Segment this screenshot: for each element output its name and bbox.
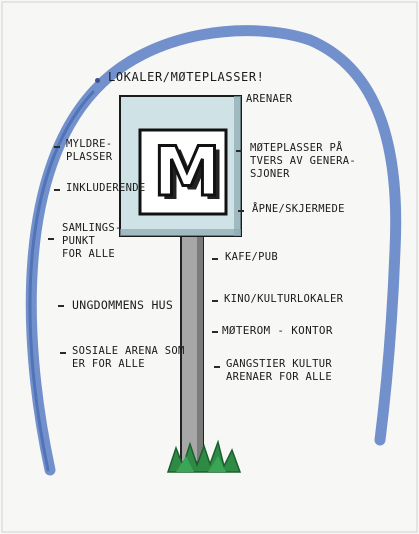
right-item-moteplasser-generasjoner: Møteplasser på tvers av genera- sjoner <box>250 142 356 181</box>
left-item-inkluderende: Inkluderende <box>66 182 146 194</box>
right-item-kino-kulturlokaler: Kino/kulturlokaler <box>224 293 344 305</box>
right-item-dash <box>212 300 218 302</box>
left-item-dash <box>54 189 60 191</box>
left-item-dash <box>48 238 54 240</box>
right-item-dash <box>238 210 244 212</box>
right-item-dash <box>212 258 218 260</box>
right-item-gangstier-kulturarenaer: Gangstier kultur arenaer for alle <box>226 358 332 384</box>
title-bullet <box>95 78 100 83</box>
left-item-dash <box>58 305 64 307</box>
right-item-dash <box>236 150 242 152</box>
left-item-ungdommens-hus: Ungdommens hus <box>72 298 174 312</box>
grass-tuft <box>166 439 242 473</box>
left-item-samlingspunkt: Samlings- punkt for alle <box>62 222 122 261</box>
right-item-moterom-kontor: Møterom - kontor <box>222 324 333 337</box>
left-item-sosiale-arena: Sosiale arena som er for alle <box>72 345 185 371</box>
right-item-arenaer: Arenaer <box>246 93 293 105</box>
right-item-dash <box>214 366 220 368</box>
left-item-dash <box>60 352 66 354</box>
right-item-kafe-pub: Kafe/pub <box>225 251 278 263</box>
left-item-dash <box>54 146 60 148</box>
sign-board <box>119 95 242 237</box>
page-title: Lokaler/møteplasser! <box>108 70 265 84</box>
left-item-myldreplasser: Myldre- plasser <box>66 138 113 164</box>
sign-letter-m: M <box>152 133 223 212</box>
right-item-dash <box>212 331 218 333</box>
right-item-apne-skjermede: Åpne/skjermede <box>252 203 345 215</box>
